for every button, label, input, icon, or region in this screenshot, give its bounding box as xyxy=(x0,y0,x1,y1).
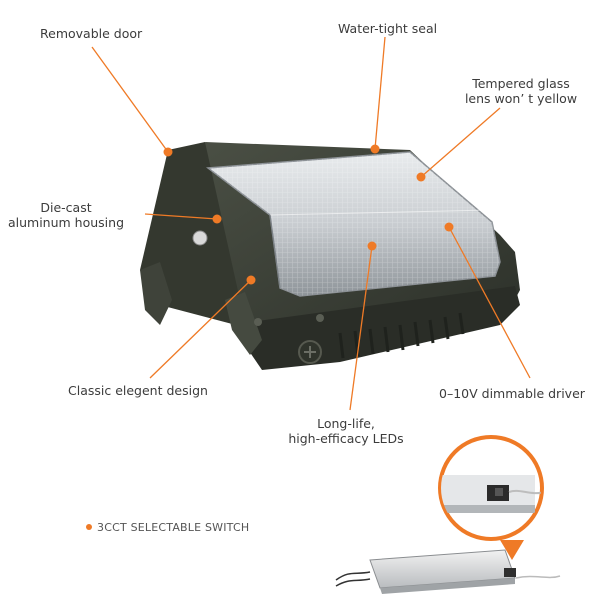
label-die-cast-line2: aluminum housing xyxy=(7,215,125,230)
feature-note-text: 3CCT SELECTABLE SWITCH xyxy=(97,521,250,534)
heat-sink-fins xyxy=(338,312,465,359)
feature-note: 3CCT SELECTABLE SWITCH xyxy=(86,521,249,534)
callout-dot xyxy=(163,147,173,157)
label-removable-door: Removable door xyxy=(40,26,143,41)
callout-dot xyxy=(370,144,380,154)
callout-lines xyxy=(91,36,531,411)
label-leds-line2: high-efficacy LEDs xyxy=(288,431,404,446)
label-dimmable-driver: 0–10V dimmable driver xyxy=(439,386,585,401)
callout-dot xyxy=(246,275,256,285)
led-driver xyxy=(335,549,561,594)
label-die-cast-line1: Die-cast xyxy=(40,200,92,215)
callout-dot xyxy=(367,241,377,251)
side-screw xyxy=(192,230,208,246)
mounting-bracket xyxy=(140,262,172,325)
label-classic-design: Classic elegent design xyxy=(68,383,208,398)
callout-dot xyxy=(444,222,454,232)
label-leds-line1: Long-life, xyxy=(317,416,375,431)
orange-dot-icon xyxy=(86,524,92,530)
label-water-tight-seal: Water-tight seal xyxy=(338,21,438,36)
callout-dot xyxy=(416,172,426,182)
selectable-switch xyxy=(504,568,516,577)
switch-magnifier-inset xyxy=(438,435,544,560)
label-tempered-glass: Tempered glass lens won’ t yellow xyxy=(457,76,585,106)
label-tempered-glass-line1: Tempered glass xyxy=(472,76,570,91)
label-tempered-glass-line2: lens won’ t yellow xyxy=(464,91,578,106)
label-die-cast: Die-cast aluminum housing xyxy=(4,200,128,230)
label-leds: Long-life, high-efficacy LEDs xyxy=(282,416,410,446)
callout-dots xyxy=(163,144,454,285)
callout-dot xyxy=(212,214,222,224)
